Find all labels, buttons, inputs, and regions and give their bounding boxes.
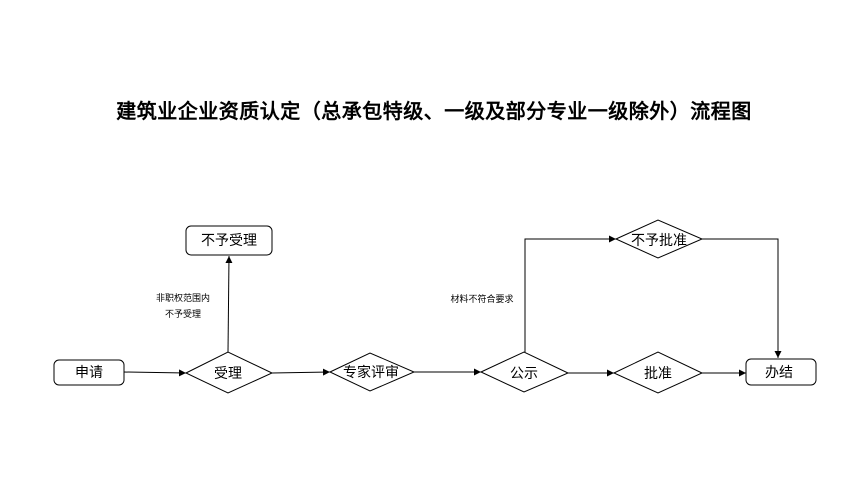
node-expert-review-label: 专家评审 [343,364,399,381]
node-apply-label: 申请 [75,365,103,381]
edge-label-out-of-scope-2: 不予受理 [165,308,201,320]
edge-reject-approve-to-complete [702,238,782,358]
node-reject-approve-label: 不予批准 [631,233,687,249]
node-accept: 受理 [184,351,274,394]
node-reject-accept-label: 不予受理 [201,233,257,249]
edge-accept-to-reject [225,255,233,353]
edge-apply-to-accept [123,369,187,377]
edge-label-materials-noncompliant: 材料不符合要求 [450,293,513,305]
node-complete: 办结 [745,358,817,386]
node-reject-accept: 不予受理 [185,225,273,256]
edge-accept-to-review [271,368,331,376]
node-approve: 批准 [612,351,704,394]
edge-label-out-of-scope-1: 非职权范围内 [156,292,210,304]
node-apply: 申请 [53,359,125,386]
node-expert-review: 专家评审 [328,352,416,392]
node-accept-label: 受理 [214,366,242,382]
node-publicity: 公示 [479,351,570,393]
node-complete-label: 办结 [765,365,793,381]
edge-publicity-to-reject-approve [524,235,616,352]
node-publicity-label: 公示 [510,366,538,382]
node-approve-label: 批准 [644,366,672,382]
page-title: 建筑业企业资质认定（总承包特级、一级及部分专业一级除外）流程图 [116,99,752,123]
node-reject-approve: 不予批准 [614,219,704,259]
